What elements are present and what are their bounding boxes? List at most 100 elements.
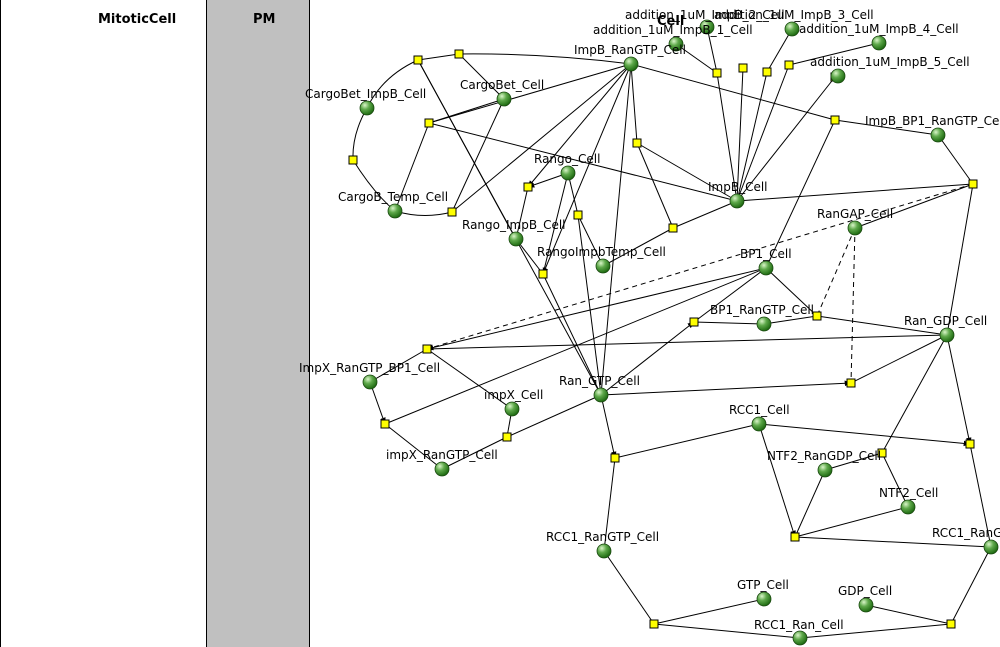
- species-node[interactable]: RCC1_RanGDP_Cell: [932, 526, 1000, 555]
- species-node[interactable]: NTF2_Cell: [879, 486, 938, 515]
- reaction-node[interactable]: [348, 155, 358, 165]
- reaction-edge: [630, 63, 836, 121]
- reaction-node[interactable]: [413, 55, 423, 65]
- reaction-node[interactable]: [762, 67, 772, 77]
- reaction-node[interactable]: [790, 532, 800, 542]
- species-node[interactable]: RanGAP_Cell: [817, 207, 893, 236]
- species-node[interactable]: RCC1_RanGTP_Cell: [546, 530, 659, 559]
- species-glyph[interactable]: [858, 597, 874, 613]
- species-glyph[interactable]: [830, 68, 846, 84]
- reaction-edge: [653, 623, 801, 641]
- reaction-node[interactable]: [422, 344, 432, 354]
- species-node[interactable]: RCC1_Ran_Cell: [754, 618, 844, 646]
- species-node[interactable]: impX_Cell: [484, 388, 543, 417]
- species-glyph[interactable]: [930, 127, 946, 143]
- reaction-node[interactable]: [965, 439, 975, 449]
- species-glyph[interactable]: [560, 165, 576, 181]
- species-glyph[interactable]: [359, 100, 375, 116]
- species-node[interactable]: addition_1uM_ImpB_1_Cell: [593, 23, 753, 52]
- species-glyph[interactable]: [496, 91, 512, 107]
- species-node[interactable]: ImpB_Cell: [708, 180, 768, 209]
- reaction-node[interactable]: [668, 223, 678, 233]
- reaction-node[interactable]: [812, 311, 822, 321]
- species-glyph[interactable]: [792, 630, 808, 646]
- reaction-node[interactable]: [424, 118, 434, 128]
- species-node[interactable]: CargoBet_ImpB_Cell: [305, 87, 426, 116]
- reaction-node[interactable]: [610, 453, 620, 463]
- reaction-node[interactable]: [846, 378, 856, 388]
- species-glyph[interactable]: [758, 260, 774, 276]
- reaction-node[interactable]: [877, 448, 887, 458]
- species-node[interactable]: addition_1uM_ImpB_2_Cell: [625, 8, 785, 35]
- reaction-node[interactable]: [632, 138, 642, 148]
- species-glyph[interactable]: [596, 543, 612, 559]
- species-node[interactable]: ImpX_RanGTP_BP1_Cell: [299, 361, 440, 390]
- species-glyph[interactable]: [729, 193, 745, 209]
- species-node[interactable]: addition_1uM_ImpB_4_Cell: [799, 22, 959, 51]
- species-glyph[interactable]: [699, 19, 715, 35]
- species-label: addition_1uM_ImpB_5_Cell: [810, 55, 970, 69]
- species-glyph[interactable]: [871, 35, 887, 51]
- species-node[interactable]: addition_1uM_ImpB_5_Cell: [810, 55, 970, 84]
- compartment-mitotic-cell[interactable]: MitoticCell: [0, 0, 207, 647]
- species-glyph[interactable]: [900, 499, 916, 515]
- species-node[interactable]: Rango_ImpB_Cell: [462, 218, 566, 247]
- species-node[interactable]: impX_RanGTP_Cell: [386, 448, 498, 477]
- reaction-node[interactable]: [454, 49, 464, 59]
- species-glyph[interactable]: [939, 327, 955, 343]
- species-node[interactable]: RangoImpbTemp_Cell: [537, 245, 666, 274]
- reaction-edge: [716, 72, 739, 202]
- species-node[interactable]: CargoB_Temp_Cell: [338, 190, 448, 219]
- reaction-node[interactable]: [649, 619, 659, 629]
- reaction-node[interactable]: [784, 60, 794, 70]
- species-node[interactable]: CargoBet_Cell: [460, 78, 544, 107]
- species-node[interactable]: GTP_Cell: [737, 578, 789, 607]
- species-node[interactable]: ImpB_BP1_RanGTP_Cell: [865, 114, 1000, 143]
- reaction-node[interactable]: [538, 269, 548, 279]
- species-node[interactable]: RCC1_Cell: [729, 403, 790, 432]
- reaction-edge: [426, 348, 513, 410]
- species-glyph[interactable]: [504, 401, 520, 417]
- reaction-node[interactable]: [712, 68, 722, 78]
- species-glyph[interactable]: [983, 539, 999, 555]
- reaction-node[interactable]: [380, 419, 390, 429]
- reaction-edge: [937, 134, 974, 185]
- reaction-node[interactable]: [738, 63, 748, 73]
- species-glyph[interactable]: [434, 461, 450, 477]
- species-node[interactable]: BP1_RanGTP_Cell: [710, 303, 814, 332]
- species-glyph[interactable]: [508, 231, 524, 247]
- species-glyph[interactable]: [362, 374, 378, 390]
- species-node[interactable]: addition_1uM_ImpB_3_Cell: [714, 8, 874, 37]
- species-glyph[interactable]: [756, 591, 772, 607]
- species-node[interactable]: ImpB_RanGTP_Cell: [574, 43, 686, 72]
- reaction-node[interactable]: [447, 207, 457, 217]
- reaction-node[interactable]: [830, 115, 840, 125]
- species-glyph[interactable]: [623, 56, 639, 72]
- species-node[interactable]: NTF2_RanGDP_Cell: [767, 449, 881, 478]
- compartment-pm[interactable]: PM: [206, 0, 310, 647]
- reaction-node[interactable]: [573, 210, 583, 220]
- species-glyph[interactable]: [668, 36, 684, 52]
- reaction-node[interactable]: [523, 182, 533, 192]
- species-glyph[interactable]: [756, 316, 772, 332]
- species-node[interactable]: Rango_Cell: [534, 152, 600, 181]
- species-node[interactable]: GDP_Cell: [838, 584, 892, 613]
- reaction-node[interactable]: [968, 179, 978, 189]
- reaction-node[interactable]: [946, 619, 956, 629]
- species-node[interactable]: Ran_GTP_Cell: [559, 374, 640, 403]
- species-label: ImpB_BP1_RanGTP_Cell: [865, 114, 1000, 128]
- compartment-cell[interactable]: Cell: [309, 0, 1000, 647]
- species-node[interactable]: Ran_GDP_Cell: [904, 314, 987, 343]
- reaction-node[interactable]: [689, 317, 699, 327]
- species-glyph[interactable]: [593, 387, 609, 403]
- species-label: CargoB_Temp_Cell: [338, 190, 448, 204]
- species-glyph[interactable]: [784, 21, 800, 37]
- reaction-node[interactable]: [502, 432, 512, 442]
- species-glyph[interactable]: [387, 203, 403, 219]
- species-glyph[interactable]: [751, 416, 767, 432]
- species-glyph[interactable]: [817, 462, 833, 478]
- species-label: Ran_GDP_Cell: [904, 314, 987, 328]
- species-node[interactable]: BP1_Cell: [740, 247, 792, 276]
- species-glyph[interactable]: [847, 220, 863, 236]
- species-glyph[interactable]: [595, 258, 611, 274]
